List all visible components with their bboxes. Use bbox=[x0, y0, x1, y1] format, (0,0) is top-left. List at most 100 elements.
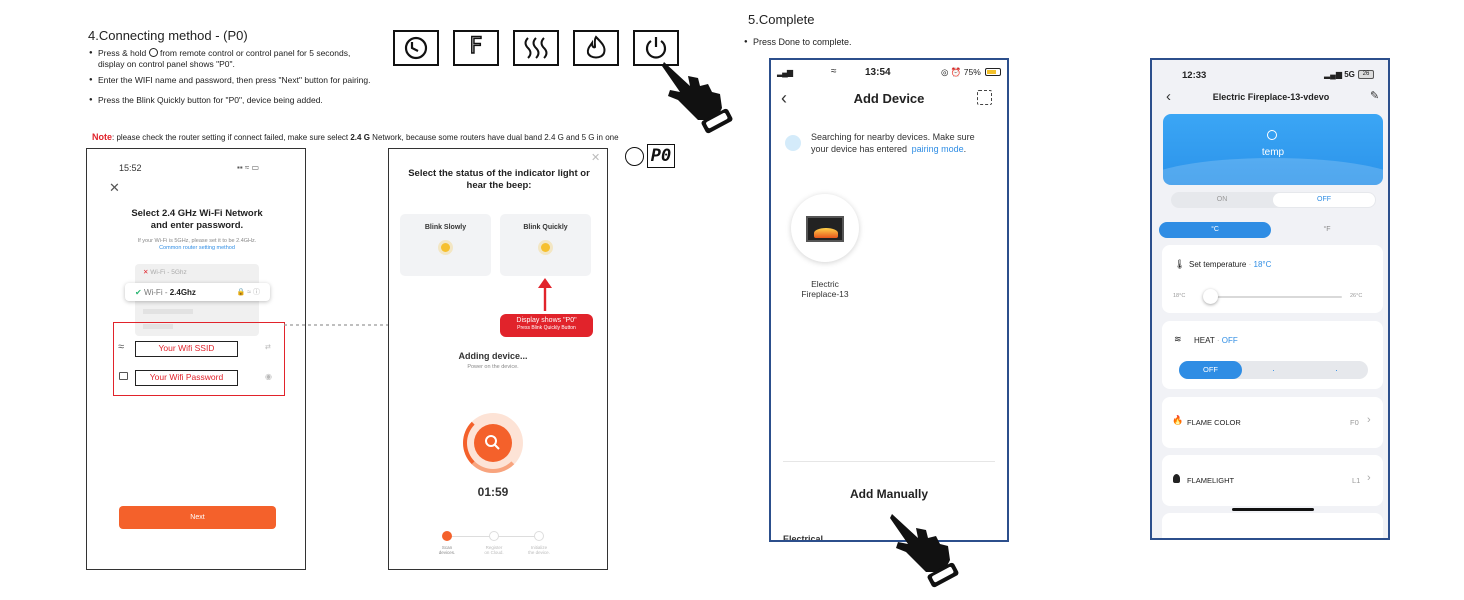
flame-button[interactable] bbox=[573, 30, 619, 66]
timer-button[interactable] bbox=[393, 30, 439, 66]
flame-color-label: FLAME COLOR bbox=[1187, 418, 1241, 427]
home-indicator bbox=[1232, 508, 1314, 511]
ssid-input[interactable]: Your Wifi SSID bbox=[135, 341, 238, 357]
device-title: Electric Fireplace-13-vdevo bbox=[1212, 92, 1330, 102]
searching-spinner-icon bbox=[785, 135, 801, 151]
battery-icon: 26 bbox=[1358, 70, 1374, 79]
temp-header: temp bbox=[1163, 114, 1383, 185]
status-icons: ▪▪ ≈ ▭ bbox=[237, 163, 260, 172]
searching-text: Searching for nearby devices. Make sure … bbox=[811, 132, 975, 154]
power-on-text: Power on the device. bbox=[467, 364, 519, 370]
back-icon[interactable]: ‹ bbox=[1166, 88, 1171, 105]
indicator-light bbox=[625, 147, 644, 166]
device-card[interactable] bbox=[791, 194, 859, 262]
heat-option-low[interactable]: · bbox=[1272, 365, 1275, 375]
power-icon bbox=[148, 48, 158, 57]
step-dot bbox=[534, 531, 544, 541]
next-button[interactable]: Next bbox=[119, 506, 276, 529]
more-row bbox=[1162, 513, 1383, 538]
divider bbox=[783, 461, 995, 462]
wifi-hint: If your Wi-Fi is 5GHz, please set it to … bbox=[137, 238, 257, 244]
close-icon[interactable]: ✕ bbox=[109, 180, 120, 195]
status-time: 12:33 bbox=[1182, 70, 1207, 81]
wifi-icon: ≈ bbox=[118, 341, 125, 353]
router-setting-link[interactable]: Common router setting method bbox=[159, 245, 235, 251]
p0-display: P0 bbox=[647, 144, 675, 168]
fireplace-image bbox=[806, 216, 844, 242]
bulb-icon bbox=[541, 243, 550, 252]
off-option[interactable]: OFF bbox=[1273, 193, 1375, 207]
set-temperature-card: 🌡 Set temperature · 18°C 18°C 26°C bbox=[1162, 245, 1383, 313]
wifi-item-blurred bbox=[143, 324, 173, 329]
phone-indicator-select: ✕ Select the status of the indicator lig… bbox=[388, 148, 608, 570]
fahrenheit-button[interactable]: F bbox=[453, 30, 499, 66]
step-dot bbox=[489, 531, 499, 541]
temp-slider-track[interactable] bbox=[1208, 296, 1342, 298]
celsius-option[interactable]: °C bbox=[1159, 222, 1271, 238]
search-icon bbox=[474, 424, 512, 462]
temp-slider-thumb[interactable] bbox=[1203, 289, 1218, 304]
battery-icon bbox=[985, 68, 1001, 76]
scan-icon[interactable] bbox=[977, 90, 992, 105]
status-right: ▂▄▆ 5G bbox=[1324, 70, 1355, 79]
temp-label: temp bbox=[1261, 147, 1285, 158]
wifi-item-5g[interactable]: ✕ Wi-Fi - 5Ghz bbox=[143, 269, 187, 276]
ssid-switch-icon[interactable]: ⇄ bbox=[265, 344, 271, 351]
back-icon[interactable]: ‹ bbox=[781, 88, 787, 108]
slider-max: 26°C bbox=[1350, 293, 1363, 299]
on-option[interactable]: ON bbox=[1216, 196, 1228, 203]
step4-note: Note: please check the router setting if… bbox=[92, 132, 619, 142]
power-toggle: ON OFF bbox=[1171, 192, 1376, 208]
flame-icon bbox=[586, 35, 606, 59]
thermometer-icon: 🌡 bbox=[1174, 259, 1186, 269]
heat-option-off[interactable]: OFF bbox=[1179, 361, 1242, 379]
flamelight-row[interactable]: FLAMELIGHT L1 › bbox=[1162, 455, 1383, 506]
flamelight-label: FLAMELIGHT bbox=[1187, 476, 1235, 485]
heat-wave-icon bbox=[524, 37, 548, 59]
fahrenheit-option[interactable]: °F bbox=[1323, 226, 1331, 233]
category-label-cut: Electrical bbox=[783, 534, 824, 542]
signal-icon: ▂▄▆ bbox=[777, 68, 793, 77]
set-temp-title: Set temperature · 18°C bbox=[1189, 260, 1272, 269]
heat-card: ≋ HEAT · OFF OFF · · bbox=[1162, 321, 1383, 389]
fahrenheit-icon: F bbox=[469, 33, 483, 60]
step4-bullet-1: Press & hold from remote control or cont… bbox=[89, 48, 368, 70]
heat-button[interactable] bbox=[513, 30, 559, 66]
credentials-highlight-box bbox=[113, 322, 285, 396]
step5-title: 5.Complete bbox=[748, 12, 815, 27]
phone-add-device: ▂▄▆ ≈ 13:54 ◎ ⏰ 75% ‹ Add Device Searchi… bbox=[769, 58, 1009, 542]
blink-quickly-option[interactable]: Blink Quickly bbox=[500, 214, 591, 276]
add-manually-button[interactable]: Add Manually bbox=[849, 487, 928, 501]
unit-toggle: °C °F bbox=[1159, 222, 1384, 238]
power-icon[interactable] bbox=[1267, 130, 1277, 140]
step4-bullet-2: Enter the WIFI name and password, then p… bbox=[89, 75, 388, 86]
flame-color-row[interactable]: 🔥 FLAME COLOR F0 › bbox=[1162, 397, 1383, 448]
edit-icon[interactable]: ✎ bbox=[1370, 90, 1380, 102]
pointing-hand-icon bbox=[890, 514, 959, 588]
slider-min: 18°C bbox=[1173, 293, 1186, 299]
lock-icon bbox=[119, 372, 128, 380]
search-progress-outer bbox=[463, 413, 523, 473]
phone-wifi-setup: 15:52 ▪▪ ≈ ▭ ✕ Select 2.4 GHz Wi-Fi Netw… bbox=[86, 148, 306, 570]
heat-title: HEAT · OFF bbox=[1194, 336, 1238, 345]
heat-selector: OFF · · bbox=[1179, 361, 1368, 379]
heat-option-high[interactable]: · bbox=[1335, 365, 1338, 375]
chevron-right-icon: › bbox=[1367, 414, 1371, 426]
password-input[interactable]: Your Wifi Password bbox=[135, 370, 238, 386]
power-button[interactable] bbox=[633, 30, 679, 66]
bulb-icon bbox=[441, 243, 450, 252]
close-icon[interactable]: ✕ bbox=[591, 152, 601, 164]
status-time: 15:52 bbox=[119, 163, 142, 173]
eye-icon[interactable]: ◉ bbox=[265, 372, 272, 381]
pairing-mode-link[interactable]: pairing mode bbox=[911, 144, 964, 154]
timer-icon bbox=[404, 36, 428, 60]
blink-slowly-option[interactable]: Blink Slowly bbox=[400, 214, 491, 276]
countdown-timer: 01:59 bbox=[477, 485, 509, 499]
flame-color-value: F0 bbox=[1350, 418, 1359, 427]
wifi-item-24g[interactable]: ✔ Wi-Fi - 2.4Ghz 🔒 ≈ ⓘ bbox=[125, 283, 270, 301]
heat-wave-icon: ≋ bbox=[1174, 334, 1182, 344]
